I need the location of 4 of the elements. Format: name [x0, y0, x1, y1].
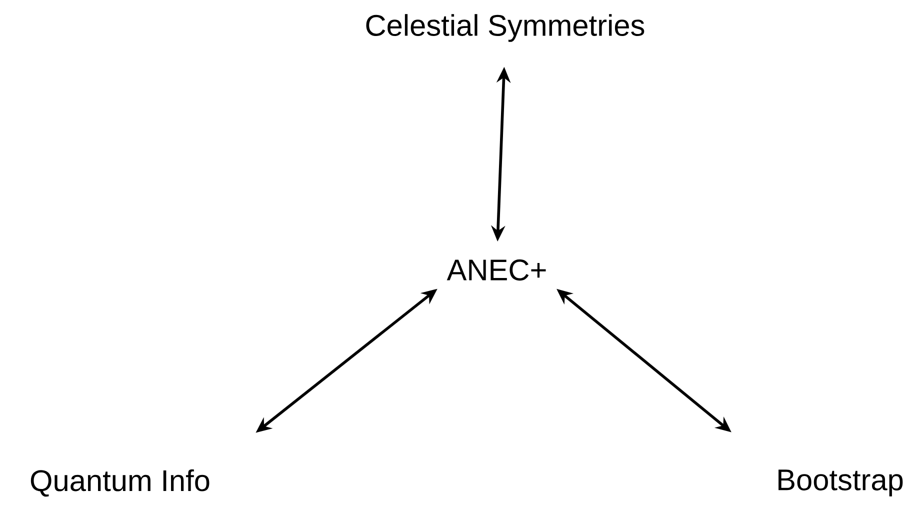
node-label: Quantum Info	[30, 469, 210, 497]
node-label: Celestial Symmetries	[366, 14, 644, 42]
node-label: Bootstrap	[778, 470, 903, 496]
node-label: ANEC+	[446, 259, 546, 281]
